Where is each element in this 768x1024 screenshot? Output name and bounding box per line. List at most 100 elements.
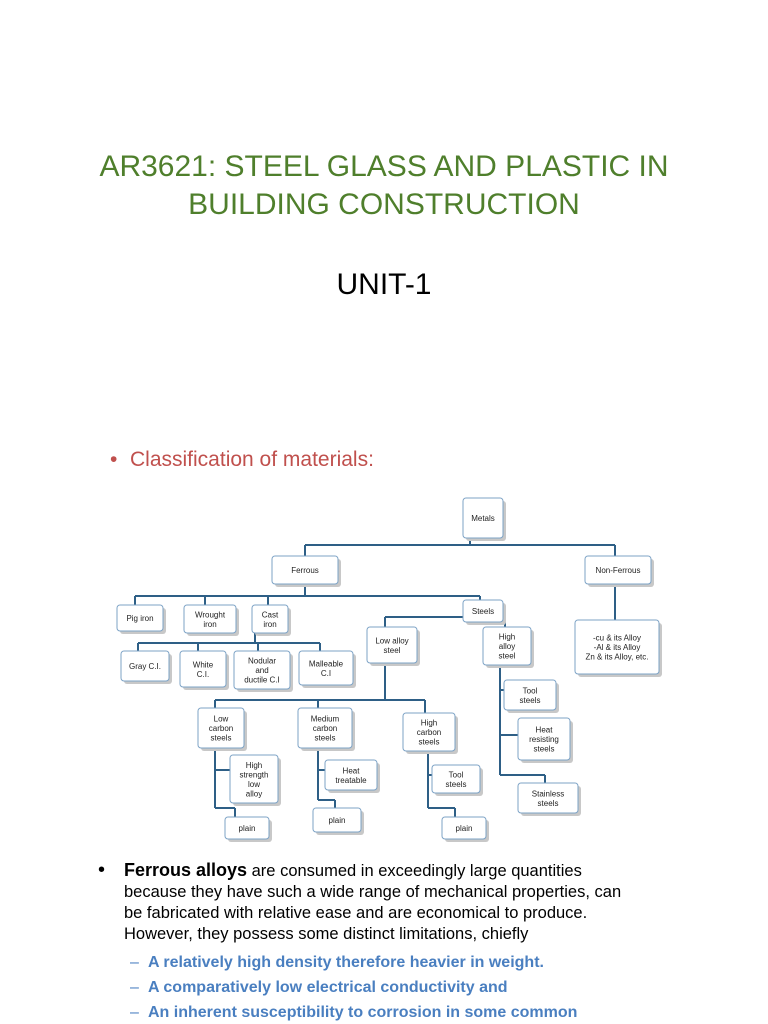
node-label: High: [421, 719, 437, 728]
node-label: Stainless: [532, 789, 564, 798]
ferrous-alloys-paragraph: • Ferrous alloys are consumed in exceedi…: [98, 860, 664, 945]
node-plain-high: plain: [441, 816, 489, 842]
node-label: carbon: [417, 728, 441, 737]
dash-icon: –: [130, 1004, 139, 1021]
limitation-item: –An inherent susceptibility to corrosion…: [130, 1003, 577, 1023]
node-label: -cu & its Alloy: [593, 634, 641, 643]
node-label: and: [255, 666, 268, 675]
node-label: alloy: [246, 789, 262, 798]
node-label: ductile C.I: [244, 676, 280, 685]
title-line-1: AR3621: STEEL GLASS AND PLASTIC IN: [99, 150, 669, 183]
node-label: iron: [263, 620, 276, 629]
node-label: Gray C.I.: [129, 662, 161, 671]
bullet-dot-icon: •: [110, 448, 118, 471]
node-label: White: [193, 660, 214, 669]
node-pig-iron: Pig iron: [116, 604, 166, 634]
node-label: plain: [456, 824, 473, 833]
dash-icon: –: [130, 954, 139, 971]
title-line-2: BUILDING CONSTRUCTION: [188, 188, 580, 221]
node-label: plain: [329, 816, 346, 825]
node-label: resisting: [529, 735, 559, 744]
limitation-item: –A comparatively low electrical conducti…: [130, 978, 508, 998]
node-plain-medium: plain: [312, 807, 364, 835]
node-label: Nodular: [248, 657, 276, 666]
paragraph-line-2: because they have such a wide range of m…: [124, 883, 622, 901]
paragraph-line-1: are consumed in exceedingly large quanti…: [247, 862, 582, 880]
limitation-text: A comparatively low electrical conductiv…: [148, 979, 508, 996]
node-label: Cast: [262, 610, 279, 619]
limitation-item: –A relatively high density therefore hea…: [130, 953, 544, 973]
node-label: steel: [384, 646, 401, 655]
node-label: steels: [538, 799, 559, 808]
unit-heading: UNIT-1: [336, 268, 432, 301]
node-ferrous: Ferrous: [271, 555, 341, 587]
dash-icon: –: [130, 979, 139, 996]
node-label: steels: [446, 780, 467, 789]
node-label: C.I.: [197, 670, 209, 679]
document-title: AR3621: STEEL GLASS AND PLASTIC IN BUILD…: [0, 148, 768, 224]
paragraph-line-4: However, they possess some distinct limi…: [124, 925, 529, 943]
node-label: steels: [534, 745, 555, 754]
limitation-text: An inherent susceptibility to corrosion …: [148, 1004, 578, 1021]
node-label: Metals: [471, 514, 495, 523]
node-gray-ci: Gray C.I.: [120, 650, 172, 684]
node-label: alloy: [499, 642, 515, 651]
node-label: Wrought: [195, 610, 226, 619]
node-label: High: [499, 633, 515, 642]
node-label: Malleable: [309, 659, 344, 668]
node-steels: Steels: [462, 599, 506, 625]
node-label: low: [248, 780, 260, 789]
node-label: C.I: [321, 669, 331, 678]
node-label: iron: [203, 620, 216, 629]
paragraph-line-3: be fabricated with relative ease and are…: [124, 904, 588, 922]
ferrous-alloys-term: Ferrous alloys: [124, 860, 248, 880]
node-label: Non-Ferrous: [596, 566, 641, 575]
node-label: plain: [239, 824, 256, 833]
bullet-dot-icon: •: [98, 859, 106, 881]
classification-bullet: • Classification of materials:: [110, 446, 374, 474]
node-label: steels: [520, 696, 541, 705]
node-label: carbon: [313, 724, 337, 733]
node-label: -Al & its Alloy: [594, 643, 641, 652]
classification-label: Classification of materials:: [130, 448, 374, 471]
node-label: steels: [315, 734, 336, 743]
node-label: Tool: [523, 686, 538, 695]
node-label: Medium: [311, 715, 340, 724]
node-label: steels: [419, 738, 440, 747]
node-label: steel: [499, 652, 516, 661]
node-label: Heat: [536, 726, 554, 735]
node-label: Low alloy: [375, 636, 408, 645]
node-label: Steels: [472, 607, 494, 616]
node-label: steels: [211, 734, 232, 743]
node-label: High: [246, 761, 262, 770]
node-label: Zn & its Alloy, etc.: [586, 653, 649, 662]
node-label: Low: [214, 715, 229, 724]
node-label: Pig iron: [126, 614, 153, 623]
node-label: strength: [240, 770, 269, 779]
limitation-text: A relatively high density therefore heav…: [148, 954, 544, 971]
node-label: carbon: [209, 724, 233, 733]
node-plain-low: plain: [224, 816, 272, 842]
node-label: Heat: [343, 766, 361, 775]
node-label: Tool: [449, 770, 464, 779]
node-non-ferrous: Non-Ferrous: [584, 555, 654, 587]
